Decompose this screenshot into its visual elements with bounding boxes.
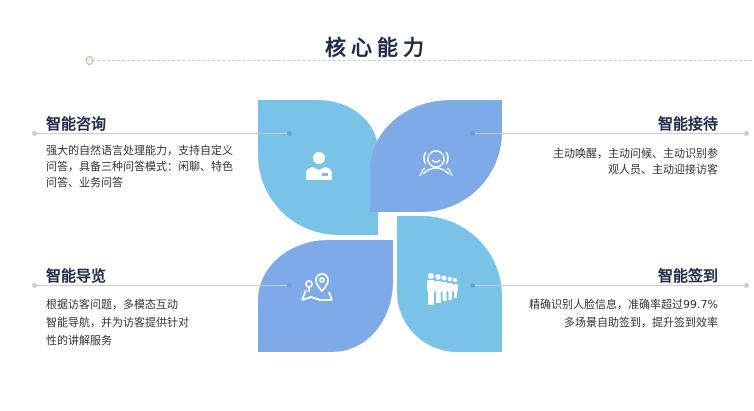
queue-people-icon <box>425 272 465 312</box>
connector-line <box>472 133 745 134</box>
page-title: 核心能力 <box>325 36 429 60</box>
connector-line <box>35 285 290 286</box>
connector-line <box>35 133 290 134</box>
desc-line: 智能导航，并为访客提供针对 <box>46 316 189 329</box>
connector-dot <box>744 131 749 136</box>
greeting-face-icon <box>417 146 457 186</box>
connector-dot <box>470 283 475 288</box>
desc-line: 多场景自助签到，提升签到效率 <box>564 316 718 329</box>
feature-title: 智能导览 <box>46 267 107 285</box>
title-divider <box>92 60 752 61</box>
customer-service-icon <box>302 148 342 188</box>
feature-title: 智能咨询 <box>46 115 107 133</box>
desc-line: 观人员、主动迎接访客 <box>608 163 718 176</box>
connector-dot <box>32 131 37 136</box>
map-location-icon <box>300 272 340 312</box>
connector-dot <box>32 283 37 288</box>
petal-guide <box>258 240 393 352</box>
connector-dot <box>470 131 475 136</box>
feature-title: 智能签到 <box>657 267 718 285</box>
connector-line <box>472 285 745 286</box>
desc-line: 主动唤醒，主动问候、主动识别参 <box>553 147 718 160</box>
feature-title: 智能接待 <box>657 115 718 133</box>
feature-desc: 精确识别人脸信息，准确率超过99.7% 多场景自助签到，提升签到效率 <box>529 296 718 332</box>
feature-desc: 根据访客问题，多模态互动智能导航，并为访客提供针对性的讲解服务 <box>46 296 189 350</box>
feature-desc: 强大的自然语言处理能力，支持自定义问答，具备三种问答模式：闲聊、特色问答、业务问… <box>46 144 233 189</box>
desc-line: 性的讲解服务 <box>46 334 112 347</box>
connector-dot <box>287 131 292 136</box>
feature-desc: 主动唤醒，主动问候、主动识别参观人员、主动迎接访客 <box>553 146 718 178</box>
desc-line: 根据访客问题，多模态互动 <box>46 298 178 311</box>
connector-dot <box>744 283 749 288</box>
connector-dot <box>287 283 292 288</box>
desc-line: 精确识别人脸信息，准确率超过99.7% <box>529 298 718 311</box>
